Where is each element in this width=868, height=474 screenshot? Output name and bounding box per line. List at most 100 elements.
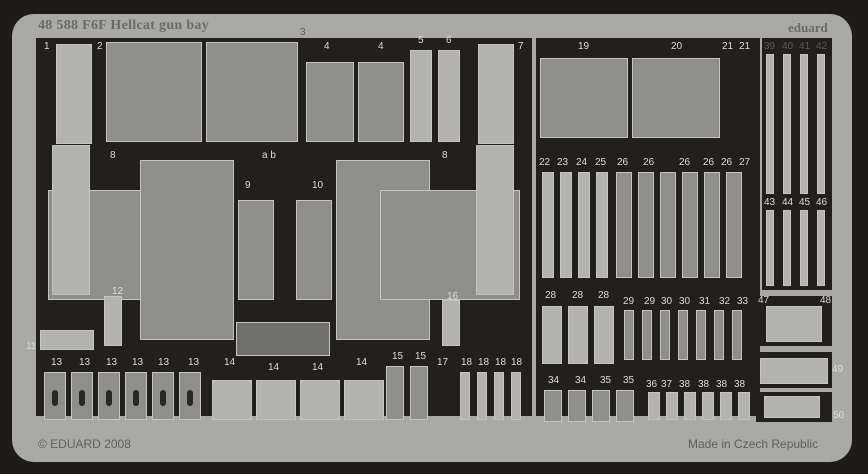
part-number-label: 21 bbox=[739, 41, 751, 52]
strip-part bbox=[442, 300, 460, 346]
part-number-label: 10 bbox=[312, 180, 324, 191]
ribbed-part bbox=[704, 172, 720, 278]
rod-part bbox=[783, 210, 791, 286]
strip-part bbox=[578, 172, 590, 278]
part-number-label: 9 bbox=[245, 180, 251, 191]
small-part bbox=[660, 310, 670, 360]
part-number-label: 7 bbox=[518, 41, 524, 52]
part-number-label: 22 bbox=[539, 157, 551, 168]
part-number-label: 26 bbox=[643, 157, 655, 168]
part-number-label: 48 bbox=[820, 295, 832, 306]
grille-part bbox=[632, 58, 720, 138]
small-part bbox=[544, 390, 562, 422]
part-number-label: 26 bbox=[679, 157, 691, 168]
part-number-label: 26 bbox=[703, 157, 715, 168]
bracket-part bbox=[40, 330, 94, 350]
part-number-label: 4 bbox=[324, 41, 330, 52]
small-part bbox=[696, 310, 706, 360]
part-number-label: 29 bbox=[644, 296, 656, 307]
part-number-label: 34 bbox=[548, 375, 560, 386]
part-number-label: 8 bbox=[442, 150, 448, 161]
part-number-label: 13 bbox=[51, 357, 63, 368]
slot-hole bbox=[106, 390, 112, 406]
part-number-label: 24 bbox=[576, 157, 588, 168]
ribbed-part bbox=[638, 172, 654, 278]
rod-part bbox=[766, 210, 774, 286]
bracket-part bbox=[236, 322, 330, 356]
panel-part bbox=[206, 42, 298, 142]
rod-part bbox=[800, 210, 808, 286]
part-number-label: 13 bbox=[106, 357, 118, 368]
part-number-label: 45 bbox=[799, 197, 811, 208]
small-part bbox=[702, 392, 714, 420]
brand-logo: eduard bbox=[788, 20, 828, 35]
part-number-label: 14 bbox=[356, 357, 368, 368]
slot-hole bbox=[160, 390, 166, 406]
part-number-label: 5 bbox=[418, 35, 424, 46]
part-number-label: 26 bbox=[617, 157, 629, 168]
small-part bbox=[616, 390, 634, 422]
part-number-label: 18 bbox=[478, 357, 490, 368]
part-number-label: 44 bbox=[782, 197, 794, 208]
part-number-label: 1 bbox=[44, 41, 50, 52]
small-part bbox=[684, 392, 696, 420]
panel-part bbox=[256, 380, 296, 420]
part-number-label: 38 bbox=[734, 379, 746, 390]
small-part bbox=[648, 392, 660, 420]
part-number-label: 11 bbox=[26, 341, 37, 352]
ribbed-part bbox=[616, 172, 632, 278]
part-number-label: 15 bbox=[392, 351, 404, 362]
small-part bbox=[678, 310, 688, 360]
part-number-label: 26 bbox=[721, 157, 733, 168]
strip-part bbox=[410, 366, 428, 420]
side-part bbox=[52, 145, 90, 295]
strip-part bbox=[568, 306, 588, 364]
strip-part bbox=[542, 306, 562, 364]
part-number-label: 40 bbox=[782, 41, 794, 52]
part-number-label: 23 bbox=[557, 157, 569, 168]
ribbed-part bbox=[660, 172, 676, 278]
slot-hole bbox=[187, 390, 193, 406]
clip-part bbox=[760, 358, 828, 384]
panel-part bbox=[358, 62, 404, 142]
strip-part bbox=[104, 296, 122, 346]
part-number-label: 30 bbox=[679, 296, 691, 307]
small-part bbox=[666, 392, 678, 420]
slot-hole bbox=[133, 390, 139, 406]
part-number-label: 30 bbox=[661, 296, 673, 307]
strip-part bbox=[460, 372, 470, 420]
part-number-label: 42 bbox=[816, 41, 828, 52]
part-number-label: 18 bbox=[461, 357, 473, 368]
part-number-label: 16 bbox=[447, 291, 459, 302]
bay-part bbox=[238, 200, 274, 300]
strip-part bbox=[477, 372, 487, 420]
part-number-label: 28 bbox=[598, 290, 610, 301]
panel-part bbox=[344, 380, 384, 420]
bay-part bbox=[140, 160, 234, 340]
strip-part bbox=[596, 172, 608, 278]
part-number-label: 43 bbox=[764, 197, 776, 208]
part-number-label: 33 bbox=[737, 296, 749, 307]
part-number-label: 49 bbox=[832, 364, 844, 375]
slot-hole bbox=[52, 390, 58, 406]
clip-part bbox=[766, 306, 822, 342]
part-number-label: 35 bbox=[623, 375, 635, 386]
part-number-label: 28 bbox=[545, 290, 557, 301]
strip-part bbox=[494, 372, 504, 420]
part-number-label: 36 bbox=[646, 379, 658, 390]
strip-part bbox=[386, 366, 404, 420]
clip-part bbox=[764, 396, 820, 418]
copyright-text: © EDUARD 2008 bbox=[38, 437, 131, 451]
strip-part bbox=[511, 372, 521, 420]
part-number-label: 6 bbox=[446, 35, 452, 46]
rod-part bbox=[817, 54, 825, 194]
part-number-label: 32 bbox=[719, 296, 731, 307]
panel-part bbox=[306, 62, 354, 142]
part-number-label: 13 bbox=[188, 357, 200, 368]
strip-part bbox=[560, 172, 572, 278]
ribbed-part bbox=[682, 172, 698, 278]
part-number-label: 31 bbox=[699, 296, 711, 307]
part-number-label: 15 bbox=[415, 351, 427, 362]
part-number-label: 18 bbox=[511, 357, 523, 368]
small-part bbox=[624, 310, 634, 360]
